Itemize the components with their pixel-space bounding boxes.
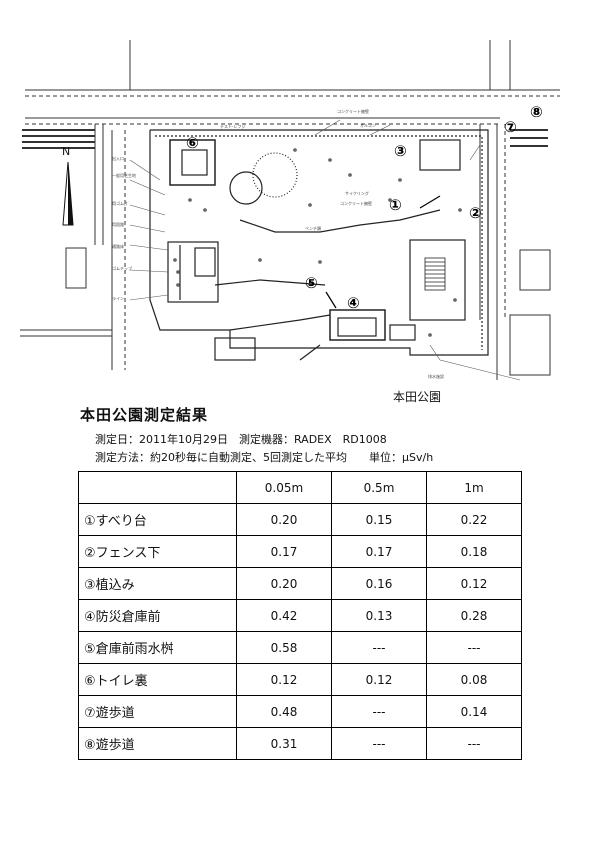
measurement-info-method-unit: 測定方法：約20秒毎に自動測定、5回測定した平均 単位：μSv/h	[95, 451, 434, 464]
map-annotations: テスト-レフジ コンクリート擁壁 オルゴン 出入口 一般用芝生地 用ゴム片 用園…	[112, 108, 521, 381]
value-cell: 0.16	[331, 567, 427, 600]
value-cell: 0.31	[236, 727, 332, 760]
value-cell: ---	[331, 631, 427, 664]
marker-4: ④	[347, 294, 360, 312]
svg-text:コンクリート擁壁: コンクリート擁壁	[340, 200, 372, 206]
table-row: ②フェンス下 0.17 0.17 0.18	[78, 535, 522, 568]
marker-2: ②	[469, 204, 482, 222]
header-location	[78, 471, 237, 504]
marker-1-arrow	[325, 195, 441, 309]
table-row: ⑤倉庫前雨水桝 0.58 --- ---	[78, 631, 522, 664]
svg-text:一般用芝生地: 一般用芝生地	[112, 172, 136, 178]
header-height-1m: 1m	[426, 471, 522, 504]
park-outline	[149, 129, 489, 361]
table-row: ⑦遊歩道 0.48 --- 0.14	[78, 695, 522, 728]
value-cell: 0.12	[236, 663, 332, 696]
value-cell: 0.58	[236, 631, 332, 664]
value-cell: 0.18	[426, 535, 522, 568]
value-cell: 0.14	[426, 695, 522, 728]
marker-6: ⑥	[186, 134, 199, 152]
svg-text:用園路: 用園路	[112, 221, 124, 227]
measurement-markers: ① ② ③ ④ ⑤ ⑥ ⑦ ⑧	[186, 103, 543, 312]
table-row: ④防災倉庫前 0.42 0.13 0.28	[78, 599, 522, 632]
location-cell: ⑥トイレ裏	[78, 663, 237, 696]
value-cell: ---	[426, 727, 522, 760]
results-table: 0.05m 0.5m 1m ①すべり台 0.20 0.15 0.22 ②フェンス…	[78, 471, 522, 760]
value-cell: 0.20	[236, 567, 332, 600]
table-row: ①すべり台 0.20 0.15 0.22	[78, 503, 522, 536]
value-cell: 0.12	[426, 567, 522, 600]
svg-text:ライン: ライン	[112, 295, 124, 301]
svg-text:テスト-レフジ: テスト-レフジ	[220, 123, 245, 129]
park-site-map: テスト-レフジ コンクリート擁壁 オルゴン 出入口 一般用芝生地 用ゴム片 用園…	[20, 40, 560, 381]
svg-text:ベンチ類: ベンチ類	[305, 225, 321, 231]
svg-text:オルゴン: オルゴン	[360, 122, 376, 128]
svg-text:出入口: 出入口	[112, 155, 124, 161]
svg-text:用ゴム片: 用ゴム片	[112, 200, 128, 206]
value-cell: 0.48	[236, 695, 332, 728]
header-height-05m: 0.5m	[331, 471, 427, 504]
value-cell: 0.17	[331, 535, 427, 568]
marker-5: ⑤	[305, 274, 318, 292]
table-row: ③植込み 0.20 0.16 0.12	[78, 567, 522, 600]
svg-text:ゴムチップ: ゴムチップ	[112, 265, 132, 271]
value-cell: ---	[331, 727, 427, 760]
location-cell: ⑤倉庫前雨水桝	[78, 631, 237, 664]
value-cell: 0.22	[426, 503, 522, 536]
value-cell: 0.17	[236, 535, 332, 568]
value-cell: 0.20	[236, 503, 332, 536]
street-lines	[20, 40, 560, 380]
marker-8: ⑧	[530, 103, 543, 121]
value-cell: 0.15	[331, 503, 427, 536]
value-cell: ---	[331, 695, 427, 728]
location-cell: ④防災倉庫前	[78, 599, 237, 632]
table-row: ⑧遊歩道 0.31 --- ---	[78, 727, 522, 760]
location-cell: ⑧遊歩道	[78, 727, 237, 760]
svg-text:サイクリング: サイクリング	[345, 190, 369, 196]
svg-text:通路床: 通路床	[112, 243, 124, 249]
park-name-label: 本田公園	[393, 390, 442, 404]
value-cell: 0.08	[426, 663, 522, 696]
header-height-005m: 0.05m	[236, 471, 332, 504]
value-cell: ---	[426, 631, 522, 664]
location-cell: ③植込み	[78, 567, 237, 600]
north-label: N	[62, 145, 70, 158]
marker-1: ①	[389, 196, 402, 214]
value-cell: 0.13	[331, 599, 427, 632]
table-header-row: 0.05m 0.5m 1m	[78, 471, 522, 504]
marker-3: ③	[394, 142, 407, 160]
marker-7: ⑦	[504, 118, 517, 136]
document-title: 本田公園測定結果	[80, 406, 209, 424]
location-cell: ⑦遊歩道	[78, 695, 237, 728]
location-cell: ①すべり台	[78, 503, 237, 536]
measurement-info-date-device: 測定日：2011年10月29日 測定機器：RADEX RD1008	[95, 433, 387, 446]
location-cell: ②フェンス下	[78, 535, 237, 568]
svg-text:コンクリート擁壁: コンクリート擁壁	[337, 108, 369, 114]
svg-text:排水施設: 排水施設	[428, 373, 444, 379]
north-arrow: N	[62, 145, 74, 226]
value-cell: 0.28	[426, 599, 522, 632]
value-cell: 0.42	[236, 599, 332, 632]
value-cell: 0.12	[331, 663, 427, 696]
table-row: ⑥トイレ裏 0.12 0.12 0.08	[78, 663, 522, 696]
